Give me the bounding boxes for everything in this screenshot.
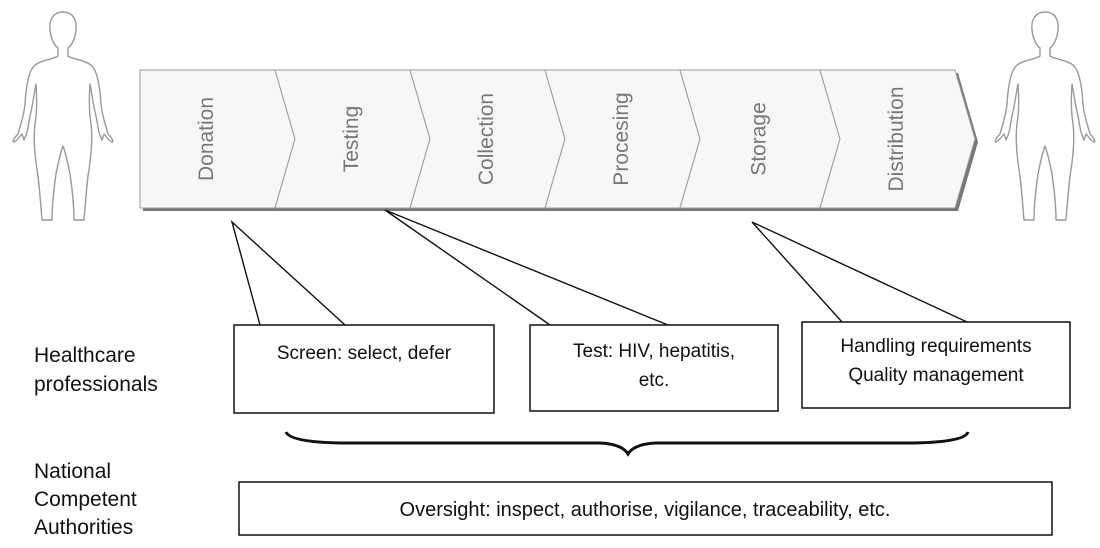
- handling-line: Handling requirements: [840, 336, 1031, 357]
- handling-callout-box: [801, 321, 1071, 409]
- oversight-text: Oversight: inspect, authorise, vigilance…: [400, 499, 891, 521]
- test-line: etc.: [639, 370, 670, 391]
- test-line: Test: HIV, hepatitis,: [573, 341, 735, 362]
- test-callout-text: Test: HIV, hepatitis, etc.: [573, 341, 735, 391]
- oversight-box: Oversight: inspect, authorise, vigilance…: [238, 481, 1053, 536]
- authorities-line: Authorities: [34, 516, 133, 539]
- authorities-line: Competent: [34, 488, 137, 511]
- stage-chevron-distribution: [819, 69, 976, 209]
- screen-callout: Screen: select, defer: [233, 324, 495, 414]
- screen-callout-pointer: [230, 219, 346, 326]
- stage-label-donation: Donation: [195, 97, 218, 181]
- screen-callout-text: Screen: select, defer: [277, 343, 452, 364]
- test-callout: Test: HIV, hepatitis, etc.: [529, 324, 779, 412]
- authorities-line: National: [34, 460, 111, 483]
- process-chevron-band: Donation Testing Collection Procesing Storag…: [139, 69, 978, 211]
- test-callout-box: [529, 324, 779, 412]
- healthcare-line: professionals: [34, 373, 158, 396]
- handling-callout-pointer: [751, 221, 968, 323]
- grouping-curly-brace: [284, 431, 970, 457]
- human-figure-right-icon: [994, 11, 1096, 221]
- stage-label-storage: Storage: [748, 102, 771, 176]
- callout-pointers: [230, 209, 968, 326]
- stage-label-testing: Testing: [340, 106, 363, 173]
- screen-line: Screen: select, defer: [277, 343, 452, 364]
- handling-line: Quality management: [848, 365, 1024, 386]
- healthcare-professionals-label: Healthcare professionals: [34, 344, 158, 396]
- stage-label-procesing: Procesing: [610, 92, 633, 185]
- human-figure-left-icon: [12, 11, 114, 221]
- screen-callout-box: [233, 324, 495, 414]
- stage-label-collection: Collection: [475, 93, 498, 185]
- healthcare-line: Healthcare: [34, 344, 136, 367]
- stage-label-distribution: Distribution: [885, 86, 908, 191]
- test-callout-pointer: [384, 209, 669, 326]
